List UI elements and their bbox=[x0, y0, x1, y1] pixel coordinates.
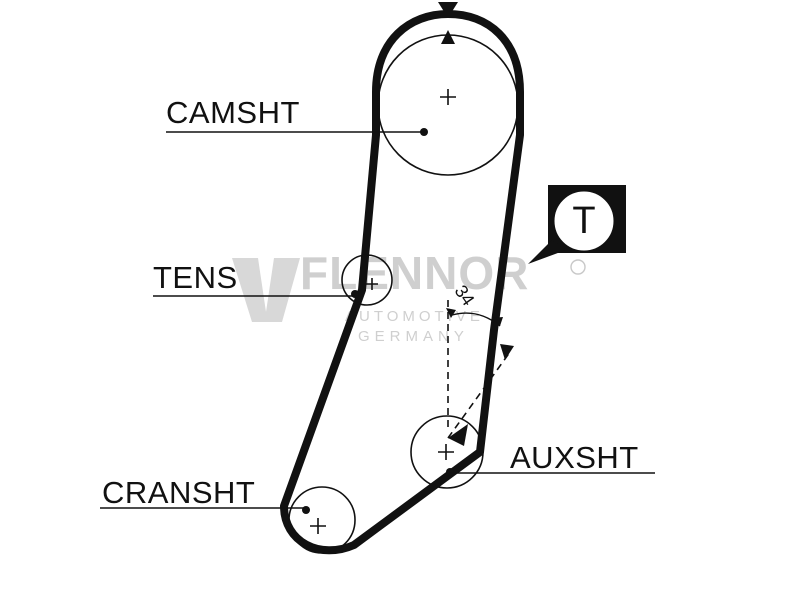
auxshaft-label: AUXSHT bbox=[510, 440, 639, 475]
watermark-emblem-icon bbox=[232, 258, 300, 322]
angle-arc bbox=[451, 312, 501, 327]
tension-badge-pointer bbox=[528, 240, 566, 264]
tension-badge-circle bbox=[554, 191, 614, 251]
tensioner-label: TENS bbox=[153, 260, 238, 295]
camshaft-label: CAMSHT bbox=[166, 95, 300, 130]
angle-value: 34 bbox=[451, 281, 479, 309]
watermark-line-1: AUTOMOTIVE bbox=[345, 308, 484, 325]
registered-mark-icon bbox=[570, 259, 586, 275]
auxshaft-pointer-dot bbox=[446, 468, 454, 476]
camshaft-center-mark bbox=[440, 89, 456, 105]
timing-belt bbox=[280, 10, 524, 555]
crankshaft-pulley bbox=[288, 486, 356, 554]
belt-arrow-icon bbox=[500, 344, 514, 360]
tensioner-center-mark bbox=[366, 278, 378, 290]
crankshaft-center-mark bbox=[310, 518, 326, 534]
auxshaft-center-mark bbox=[438, 444, 454, 460]
watermark-line-2: GERMANY bbox=[358, 328, 469, 345]
angle-arrow-2-icon bbox=[492, 317, 503, 326]
tension-badge-letter: T bbox=[572, 200, 596, 242]
top-timing-mark-icon bbox=[438, 2, 458, 18]
aux-arrow-icon bbox=[448, 424, 468, 446]
auxshaft-pulley bbox=[410, 415, 484, 489]
tensioner-pulley bbox=[341, 254, 393, 306]
angled-reference-line bbox=[447, 351, 511, 439]
top-timing-notch-icon bbox=[441, 30, 455, 44]
crankshaft-label: CRANSHT bbox=[102, 475, 256, 510]
angle-arrow-icon bbox=[446, 308, 456, 318]
watermark-name: FLENNOR bbox=[300, 247, 530, 299]
